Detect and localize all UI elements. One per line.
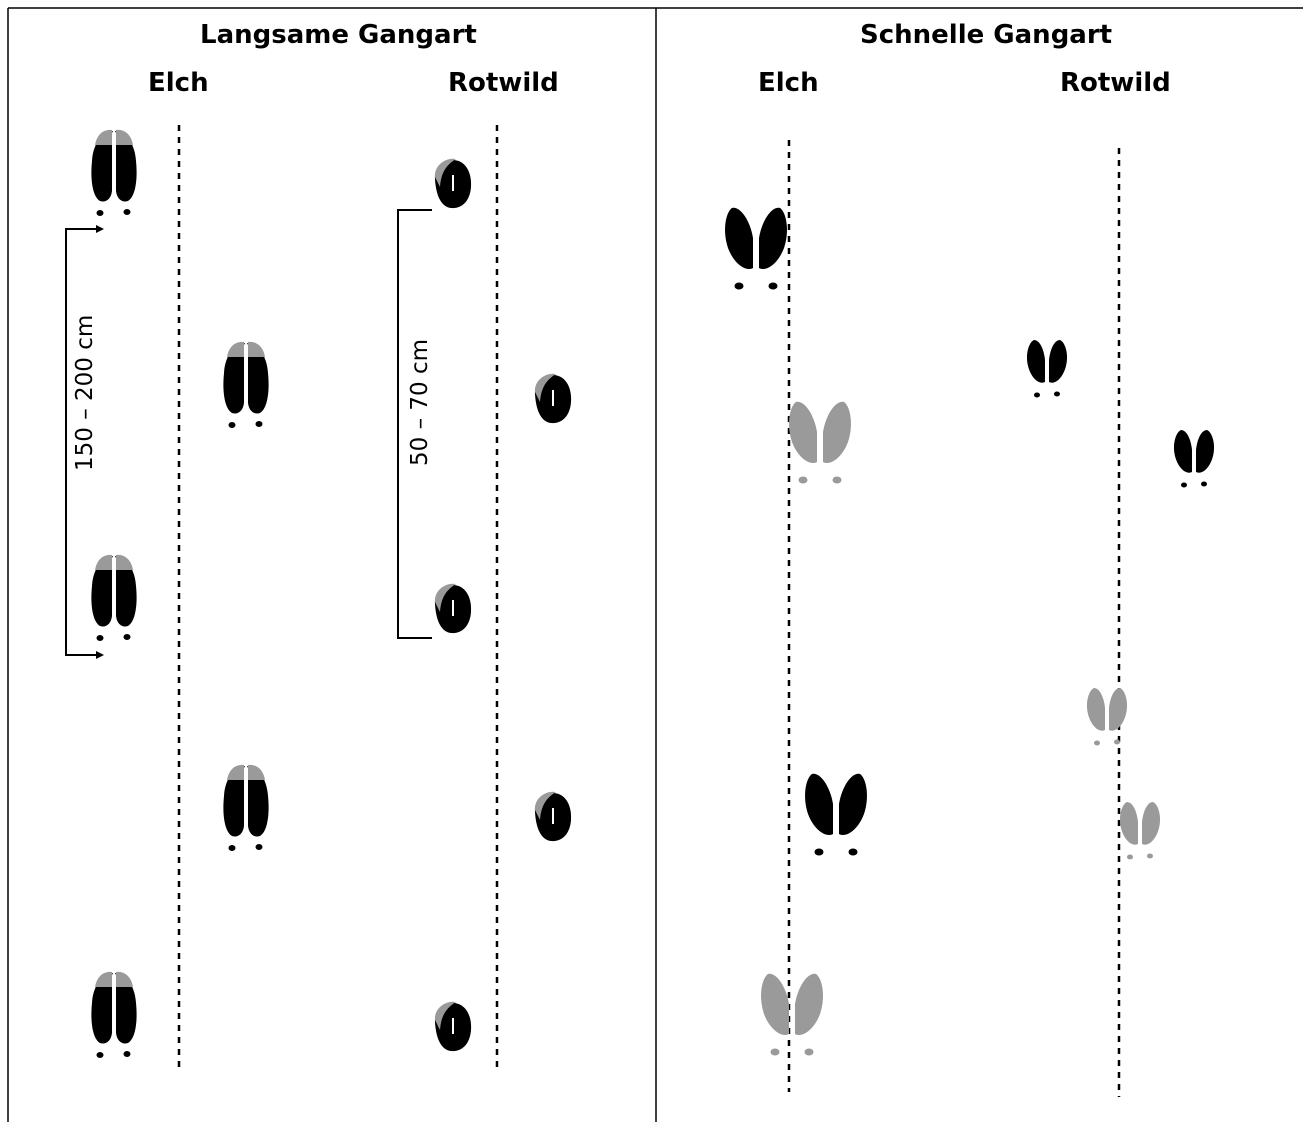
moose-print-fast-4	[761, 973, 823, 1056]
stride-bracket-deer	[397, 209, 432, 639]
moose-print-slow-3	[91, 554, 137, 641]
deer-print-fast-2	[1173, 430, 1215, 488]
moose-print-slow-5	[91, 971, 137, 1058]
column-label-slow-moose: Elch	[148, 68, 209, 98]
deer-print-slow-3	[433, 582, 473, 635]
deer-print-slow-5	[433, 1000, 473, 1053]
moose-print-slow-4	[223, 764, 269, 851]
column-label-fast-deer: Rotwild	[1060, 68, 1171, 98]
deer-print-slow-1	[433, 157, 473, 210]
stride-bracket-moose	[65, 228, 100, 656]
deer-print-fast-4	[1119, 802, 1161, 860]
moose-print-fast-3	[805, 773, 867, 856]
moose-print-fast-1	[725, 207, 787, 290]
stride-label-moose: 150 – 200 cm	[72, 314, 98, 471]
moose-print-slow-1	[91, 129, 137, 216]
panel-title-slow: Langsame Gangart	[200, 20, 477, 50]
column-label-slow-deer: Rotwild	[448, 68, 559, 98]
column-label-fast-moose: Elch	[758, 68, 819, 98]
deer-print-fast-3	[1086, 688, 1128, 746]
deer-print-slow-4	[533, 790, 573, 843]
panel-title-fast: Schnelle Gangart	[860, 20, 1113, 50]
moose-print-fast-2	[789, 401, 851, 484]
deer-print-slow-2	[533, 372, 573, 425]
moose-print-slow-2	[223, 341, 269, 428]
deer-print-fast-1	[1026, 340, 1068, 398]
stride-label-deer: 50 – 70 cm	[407, 338, 433, 466]
